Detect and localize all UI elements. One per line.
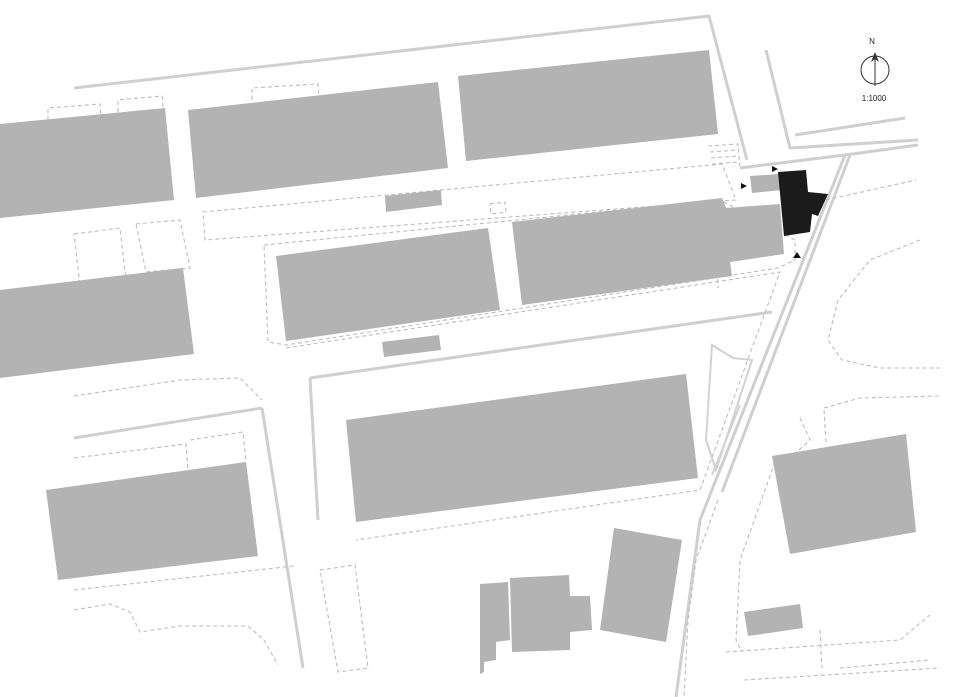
path-diagonal xyxy=(711,404,741,476)
parcel-south-strip xyxy=(319,564,369,673)
kerb-southeast-2 xyxy=(819,629,931,669)
path-triangle xyxy=(704,343,754,474)
road-main-diagonal-edge xyxy=(720,154,852,493)
road-ne-upper xyxy=(794,116,906,137)
building-east xyxy=(772,434,916,554)
building-west xyxy=(0,268,194,378)
kerb-southeast-3 xyxy=(743,667,941,681)
highlighted-project-building xyxy=(778,170,828,236)
building-south-1 xyxy=(600,528,682,642)
kerb-east-vertical xyxy=(735,461,776,653)
parcel-west-b xyxy=(135,219,191,273)
scale-label: 1:1000 xyxy=(862,94,887,103)
road-north-edge xyxy=(73,14,749,161)
kerb-road-west xyxy=(683,499,719,697)
building-north-2 xyxy=(458,50,718,161)
building-south-3 xyxy=(480,582,510,674)
road-middle-parcel-top xyxy=(309,310,773,380)
road-middle-parcel-west xyxy=(308,377,320,521)
entrance-triangle-icon xyxy=(741,183,747,189)
kerb-west xyxy=(73,377,263,401)
entrance-triangle-icon xyxy=(772,166,778,172)
kerb-south-west-2 xyxy=(73,603,279,666)
parcel-lower-block xyxy=(285,271,781,541)
parcel-nw-3 xyxy=(251,83,320,100)
road-network xyxy=(73,14,919,697)
small-marker xyxy=(489,201,507,215)
parcel-nw-1 xyxy=(47,103,102,120)
kerb-east xyxy=(825,179,940,369)
building-middle-1 xyxy=(276,228,500,341)
road-ne-branch xyxy=(764,49,919,150)
building-central xyxy=(346,374,698,522)
building-southwest xyxy=(46,462,258,580)
building-shed-middle xyxy=(382,335,441,357)
building-shed-north xyxy=(385,190,442,212)
building-small-entry xyxy=(750,174,782,193)
parcel-middle-block xyxy=(263,199,796,346)
parcel-yard-north xyxy=(202,163,737,241)
building-south-2 xyxy=(510,575,592,652)
buildings xyxy=(0,50,916,674)
kerb-east-2 xyxy=(823,395,941,443)
road-main-diagonal xyxy=(674,154,847,697)
building-north-1 xyxy=(188,82,448,198)
north-label: N xyxy=(869,37,875,46)
steps-lines xyxy=(709,149,740,165)
building-middle-2 xyxy=(512,198,784,305)
building-southeast-small xyxy=(744,604,803,636)
road-east-top xyxy=(739,143,919,170)
road-west-lower xyxy=(73,406,263,440)
parcel-west-lower xyxy=(73,431,247,471)
entrance-triangle-icon xyxy=(793,252,801,258)
building-nw xyxy=(0,108,174,218)
map-legend: N 1:1000 xyxy=(860,37,890,103)
entrance-markers xyxy=(741,166,801,258)
steps-outline xyxy=(707,143,741,169)
north-arrow-icon xyxy=(860,52,890,86)
road-west-vertical xyxy=(260,407,305,669)
kerb-south-west xyxy=(73,565,295,591)
kerb-southeast xyxy=(725,614,931,653)
